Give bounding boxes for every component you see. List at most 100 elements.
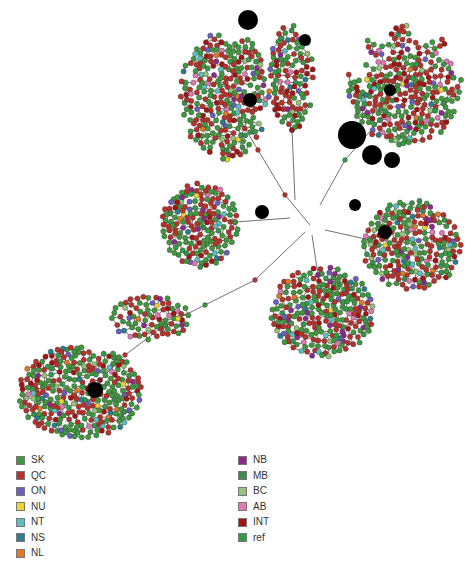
isolate-dot [299, 68, 304, 73]
isolate-dot [230, 68, 235, 73]
tree-branch [285, 195, 310, 225]
isolate-dot [253, 129, 258, 134]
isolate-dot [237, 117, 242, 122]
isolate-dot [211, 72, 216, 77]
isolate-dot [183, 63, 188, 68]
tree-branch [205, 280, 255, 305]
isolate-dot [288, 70, 293, 75]
isolate-dot [236, 45, 241, 50]
tree-branch [100, 355, 125, 380]
isolate-dot [206, 99, 211, 104]
isolate-dot [285, 80, 290, 85]
isolate-dot [200, 80, 205, 85]
isolate-dot [210, 131, 215, 136]
isolate-dot [196, 112, 201, 117]
isolate-dot [218, 67, 223, 72]
isolate-dot [232, 118, 237, 123]
isolate-dot [212, 37, 217, 42]
isolate-dot [275, 113, 280, 118]
isolate-dot [198, 51, 203, 56]
isolate-dot [290, 63, 295, 68]
isolate-dot [218, 76, 223, 81]
isolate-dot [310, 75, 315, 80]
isolate-dot [298, 81, 303, 86]
isolate-dot [220, 120, 225, 125]
isolate-dot [194, 47, 199, 52]
tree-branch [125, 325, 165, 355]
isolate-dot [215, 89, 220, 94]
isolate-dot [197, 56, 202, 61]
isolate-dot [234, 79, 239, 84]
isolate-dot [227, 143, 232, 148]
isolate-dot [266, 94, 271, 99]
isolate-dot [231, 130, 236, 135]
isolate-dot [232, 140, 237, 145]
isolate-dot [272, 90, 277, 95]
isolate-dot [201, 63, 206, 68]
isolate-dot [255, 85, 260, 90]
isolate-dot [210, 113, 215, 118]
isolate-dot [207, 77, 212, 82]
isolate-dot [227, 93, 232, 98]
isolate-dot [215, 125, 220, 130]
isolate-dot [193, 51, 198, 56]
isolate-dot [223, 76, 228, 81]
isolate-dot [220, 137, 225, 142]
isolate-dot [239, 66, 244, 71]
isolate-dot [188, 61, 193, 66]
isolate-dot [283, 68, 288, 73]
isolate-dot [228, 76, 233, 81]
isolate-dot [263, 102, 268, 107]
isolate-dot [241, 113, 246, 118]
isolate-dot [214, 118, 219, 123]
isolate-dot [205, 133, 210, 138]
isolate-dot [219, 40, 224, 45]
isolate-dot [247, 142, 252, 147]
isolate-dot [245, 37, 250, 42]
tree-branch [325, 230, 370, 240]
isolate-dot [236, 50, 241, 55]
isolate-dot [188, 134, 193, 139]
isolate-dot [182, 112, 187, 117]
isolate-dot [225, 139, 230, 144]
isolate-dot [223, 64, 228, 69]
isolate-dot [243, 149, 248, 154]
isolate-dot [193, 137, 198, 142]
isolate-dot [258, 62, 263, 67]
isolate-dot [211, 82, 216, 87]
isolate-dot [189, 91, 194, 96]
isolate-dot [250, 41, 255, 46]
isolate-dot [209, 88, 214, 93]
isolate-dot [197, 95, 202, 100]
isolate-dot [200, 104, 205, 109]
isolate-dot [216, 33, 221, 38]
isolate-dot [255, 70, 260, 75]
isolate-dot [250, 124, 255, 129]
isolate-dot [287, 113, 292, 118]
isolate-dot [208, 59, 213, 64]
isolate-dot [304, 71, 309, 76]
isolate-dot [223, 80, 228, 85]
isolate-dot [238, 122, 243, 127]
isolate-dot [209, 121, 214, 126]
isolate-dot [195, 101, 200, 106]
isolate-dot [211, 63, 216, 68]
isolate-dot [303, 77, 308, 82]
isolate-dot [256, 121, 261, 126]
isolate-dot [222, 92, 227, 97]
isolate-dot [295, 119, 300, 124]
isolate-dot [194, 62, 199, 67]
isolate-dot [214, 59, 219, 64]
isolate-dot [193, 68, 198, 73]
isolate-dot [207, 149, 212, 154]
isolate-dot [296, 100, 301, 105]
isolate-dot [184, 107, 189, 112]
isolate-dot [208, 43, 213, 48]
isolate-dot [297, 112, 302, 117]
isolate-dot [197, 85, 202, 90]
isolate-dot [280, 119, 285, 124]
isolate-dot [271, 100, 276, 105]
isolate-dot [251, 115, 256, 120]
isolate-dot [204, 139, 209, 144]
